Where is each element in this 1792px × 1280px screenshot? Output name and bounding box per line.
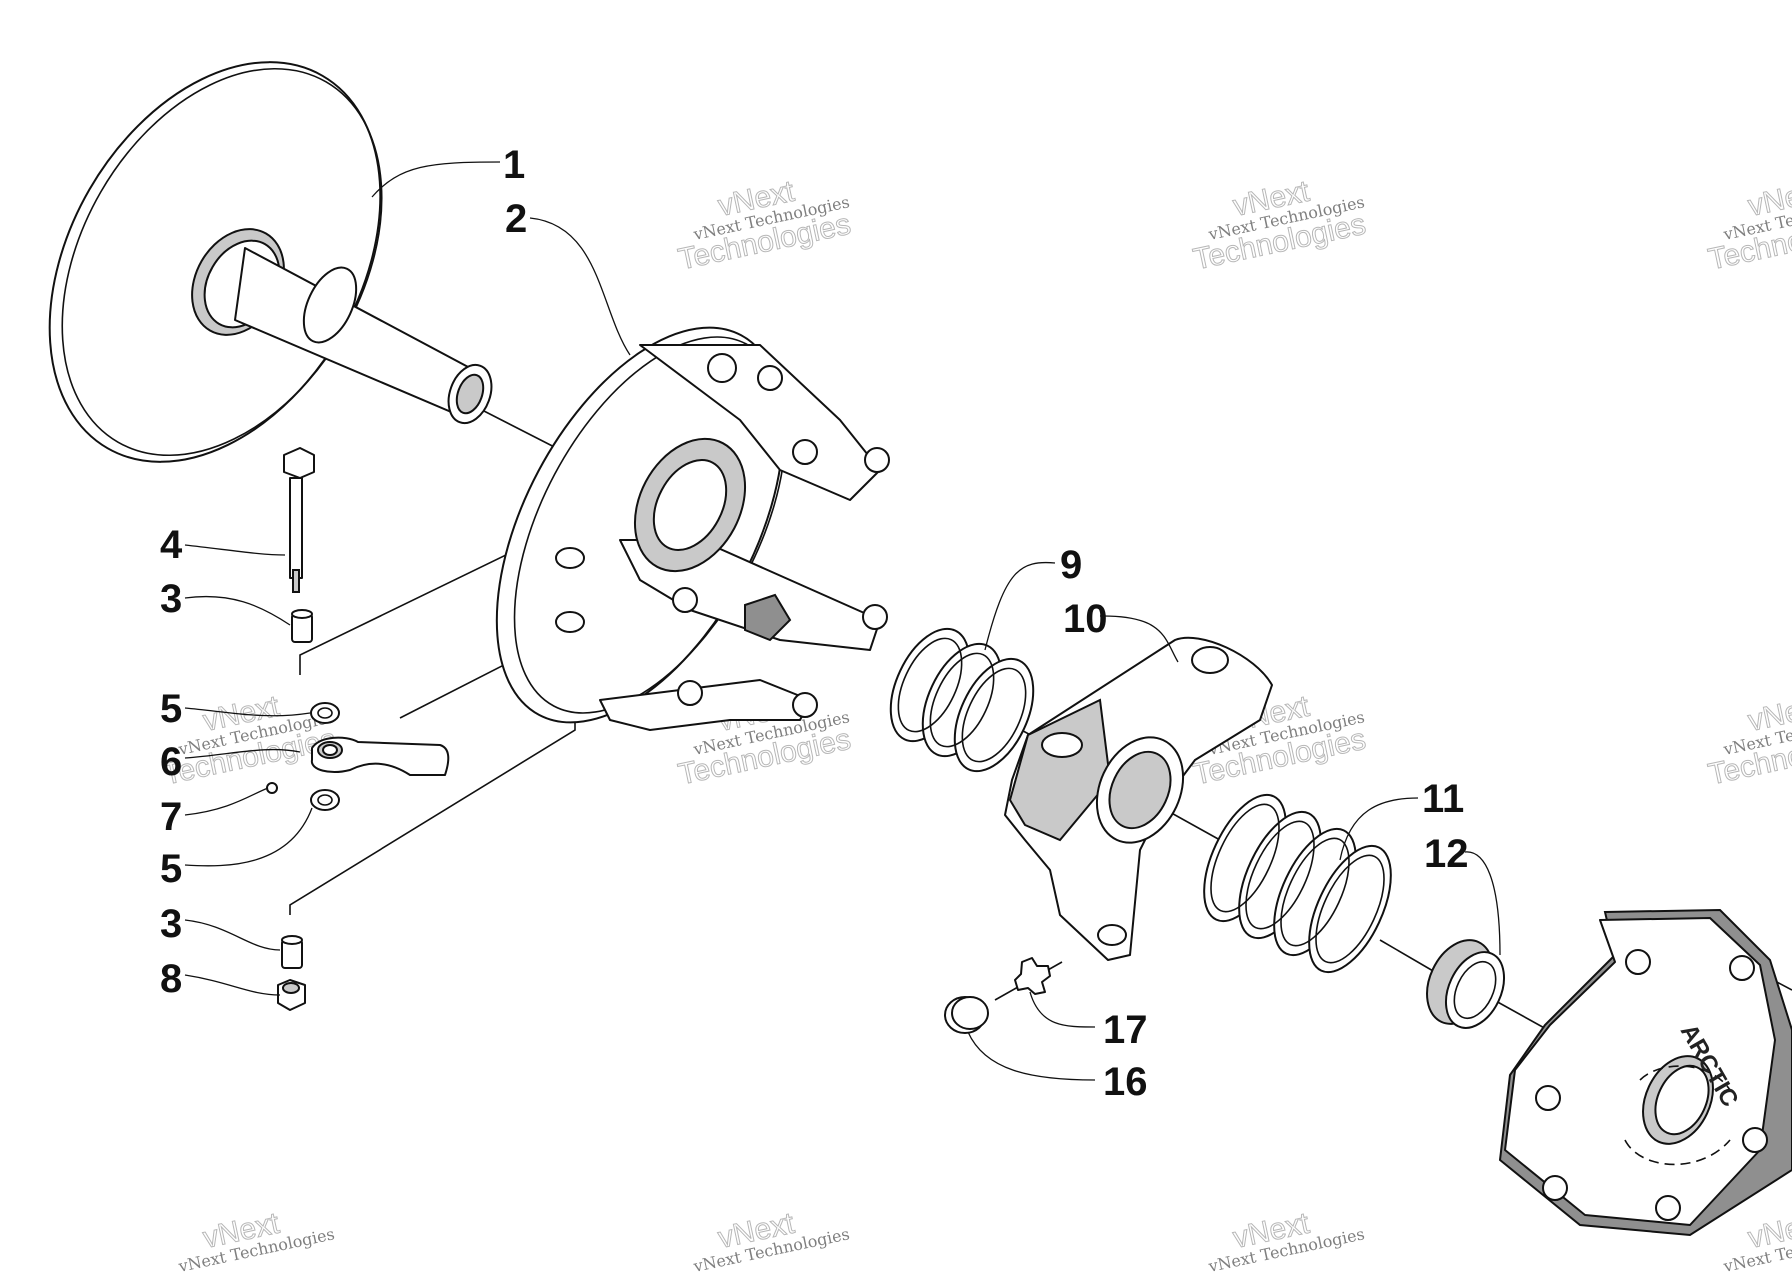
watermark: vNext vNext Technologies Technologies xyxy=(1190,174,1369,277)
callout-3-lower: 3 xyxy=(160,902,182,946)
watermark: vNext vNext Technologies xyxy=(176,1206,336,1276)
nut xyxy=(277,979,306,1011)
callout-17: 17 xyxy=(1103,1008,1148,1052)
bushing-lower xyxy=(281,935,303,969)
leader-lines xyxy=(184,161,1501,1081)
watermark: vNext vNext Technologies xyxy=(1206,1206,1366,1276)
spring-small xyxy=(889,627,1035,773)
cap xyxy=(944,996,989,1034)
bolt xyxy=(283,447,315,593)
collar xyxy=(1426,939,1506,1029)
watermark: vNext vNext Technologies Technologies xyxy=(1705,174,1792,277)
callout-5-lower: 5 xyxy=(160,847,182,891)
spring-main xyxy=(1203,793,1392,974)
callouts: 1 2 4 3 5 6 7 5 3 8 9 10 11 12 17 16 xyxy=(160,143,1469,1104)
callout-9: 9 xyxy=(1060,543,1082,587)
washer-lower xyxy=(310,789,340,811)
cam-arm xyxy=(310,736,450,776)
watermark: vNext vNext Technologies Technologies xyxy=(675,174,854,277)
callout-11: 11 xyxy=(1422,777,1464,821)
callout-1: 1 xyxy=(503,143,525,187)
washer-upper xyxy=(310,702,340,724)
callout-7: 7 xyxy=(160,795,182,839)
callout-4: 4 xyxy=(160,523,183,567)
watermark: vNext vNext Technologies xyxy=(691,1206,851,1276)
callout-6: 6 xyxy=(160,740,182,784)
cover: ARCTIC xyxy=(1498,908,1792,1237)
callout-3-upper: 3 xyxy=(160,577,182,621)
retainer xyxy=(1014,957,1051,995)
fixed-sheave xyxy=(48,61,493,463)
bushing-upper xyxy=(291,609,313,643)
callout-8: 8 xyxy=(160,957,182,1001)
callout-2: 2 xyxy=(505,197,527,241)
spider xyxy=(1004,636,1273,961)
assembly-axis-lines xyxy=(289,409,1792,1031)
movable-sheave xyxy=(495,326,890,731)
callout-12: 12 xyxy=(1424,832,1469,876)
callout-10: 10 xyxy=(1063,597,1108,641)
watermark: vNext vNext Technologies Technologies xyxy=(1705,689,1792,792)
pin xyxy=(266,782,278,794)
callout-16: 16 xyxy=(1103,1060,1148,1104)
callout-5-upper: 5 xyxy=(160,687,182,731)
